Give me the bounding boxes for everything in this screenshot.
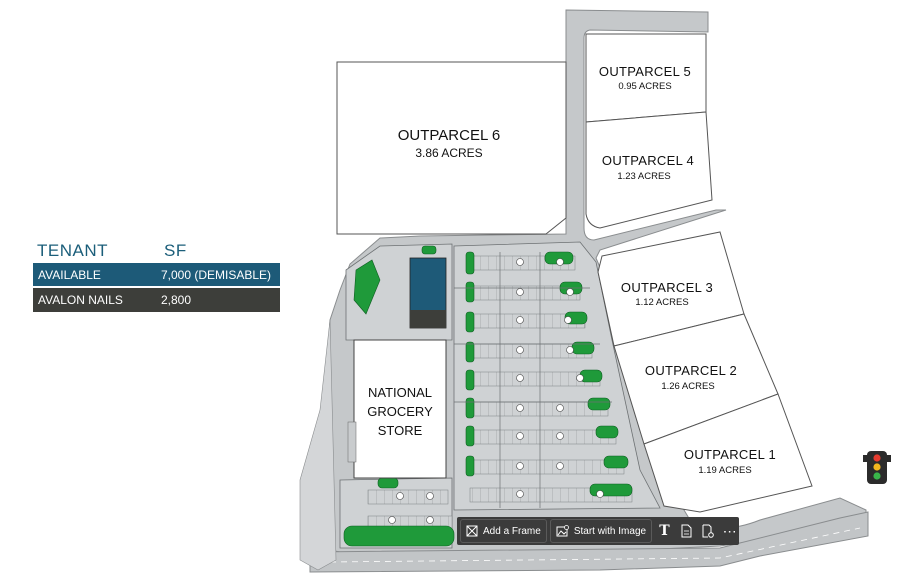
op3-acres: 1.12 ACRES: [635, 297, 688, 308]
tenant-name: AVALON NAILS: [38, 293, 123, 307]
op1-acres: 1.19 ACRES: [698, 465, 751, 476]
more-icon: ⋯: [722, 522, 737, 539]
main-road: [309, 511, 869, 573]
document-tool-button[interactable]: [677, 520, 696, 542]
op3-name: OUTPARCEL 3: [621, 280, 713, 295]
more-options-button[interactable]: ⋯: [720, 520, 739, 542]
outparcel-6-lot: [336, 61, 567, 235]
store-label-line2: GROCERY: [367, 404, 433, 419]
table-row: AVALON NAILS 2,800: [33, 288, 280, 312]
image-icon: [556, 525, 569, 537]
stall-markers: [388, 258, 604, 524]
op6-acres: 3.86 ACRES: [415, 146, 482, 160]
outparcel-4-lot: [585, 111, 713, 229]
add-frame-button[interactable]: Add a Frame: [460, 519, 547, 543]
store-label-line3: STORE: [378, 423, 423, 438]
tenant-sf: 2,800: [161, 293, 192, 307]
op1-name: OUTPARCEL 1: [684, 447, 776, 462]
op4-acres: 1.23 ACRES: [617, 171, 670, 182]
op2-name: OUTPARCEL 2: [645, 363, 737, 378]
start-with-image-button[interactable]: Start with Image: [549, 519, 653, 543]
table-row: AVAILABLE 7,000 (DEMISABLE): [33, 263, 280, 286]
tenant-column-header: TENANT: [37, 241, 108, 260]
grocery-store-building: [347, 257, 447, 479]
op4-name: OUTPARCEL 4: [602, 153, 694, 168]
add-frame-label: Add a Frame: [483, 525, 541, 537]
landscape-islands: [343, 245, 633, 547]
west-road: [299, 319, 337, 571]
store-label-line1: NATIONAL: [368, 385, 432, 400]
outparcel-1-lot: [643, 393, 813, 513]
tenant-table: TENANT SF AVAILABLE 7,000 (DEMISABLE) AV…: [33, 239, 280, 312]
floating-toolbar: Add a Frame Start with Image T ⋯: [457, 517, 739, 545]
text-icon: T: [659, 523, 670, 539]
op5-name: OUTPARCEL 5: [599, 64, 691, 79]
traffic-light-icon: [863, 451, 891, 484]
document-icon: [681, 524, 692, 538]
frame-icon: [466, 525, 478, 537]
op5-acres: 0.95 ACRES: [618, 81, 671, 92]
sf-column-header: SF: [164, 241, 187, 260]
text-tool-button[interactable]: T: [655, 520, 674, 542]
start-with-image-label: Start with Image: [573, 525, 647, 537]
tenant-sf: 7,000 (DEMISABLE): [161, 267, 272, 282]
tenant-table-header: TENANT SF: [33, 239, 280, 262]
op6-name: OUTPARCEL 6: [398, 127, 501, 144]
op2-acres: 1.26 ACRES: [661, 381, 714, 392]
page-settings-icon: [702, 524, 715, 538]
tenant-name: AVAILABLE: [38, 267, 101, 282]
page-settings-button[interactable]: [699, 520, 718, 542]
